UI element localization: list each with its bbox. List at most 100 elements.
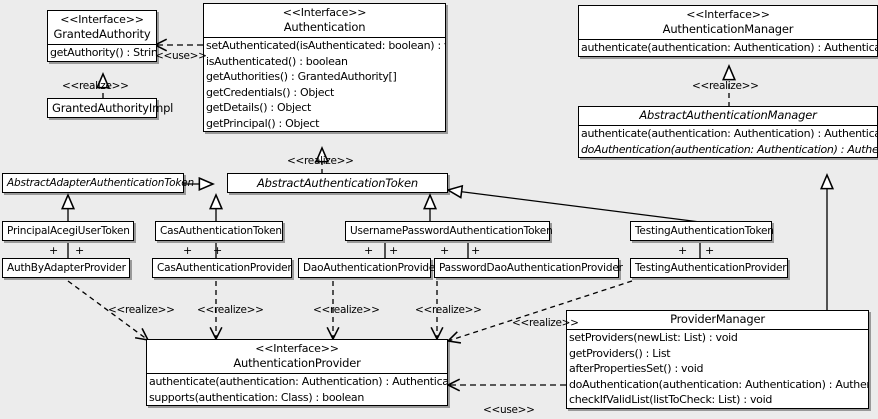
association-marker-plus: + — [75, 244, 85, 257]
member-item: doAuthentication(authentication: Authent… — [581, 142, 877, 156]
member-list: authenticate(authentication: Authenticat… — [147, 374, 447, 405]
association-marker-plus: + — [440, 244, 450, 257]
association-marker-plus: + — [705, 244, 715, 257]
stereotype-label: <<Interface>> — [255, 342, 339, 355]
association-marker-plus: + — [49, 244, 59, 257]
class-authentication[interactable]: <<Interface>> Authentication setAuthenti… — [203, 3, 446, 132]
class-name: AbstractAuthenticationManager — [639, 108, 817, 122]
class-granted-authority-impl[interactable]: GrantedAuthorityImpl — [47, 98, 174, 118]
section-divider — [567, 329, 868, 330]
edge-label-realize-cas-authentication-provider: <<realize>> — [197, 304, 264, 316]
edge-testingauthenticationtoken-extends-abstractauthenticationtoken — [448, 190, 701, 223]
member-item: getAuthority() : String — [50, 46, 156, 59]
stereotype-label: <<Interface>> — [60, 13, 144, 26]
member-list: authenticate(authentication: Authenticat… — [579, 40, 877, 56]
member-item: supports(authentication: Class) : boolea… — [149, 390, 365, 404]
class-header: PrincipalAcegiUserToken — [3, 222, 133, 240]
stereotype-label: <<Interface>> — [282, 6, 367, 19]
class-cas-authentication-token[interactable]: CasAuthenticationToken — [155, 221, 283, 241]
association-marker-plus: + — [183, 244, 193, 257]
class-name: PrincipalAcegiUserToken — [7, 225, 130, 237]
member-item: authenticate(authentication: Authenticat… — [149, 375, 447, 388]
class-abstract-authentication-manager[interactable]: AbstractAuthenticationManager authentica… — [578, 106, 878, 158]
member-item: authenticate(authentication: Authenticat… — [581, 127, 877, 140]
association-marker-plus: + — [389, 244, 399, 257]
association-marker-plus: + — [213, 244, 223, 257]
class-name: Authentication — [283, 20, 366, 34]
class-header: PasswordDaoAuthenticationProvider — [435, 259, 623, 277]
class-header: <<Interface>> AuthenticationManager — [579, 6, 877, 39]
class-header: AbstractAuthenticationToken — [228, 174, 447, 192]
class-header: UsernamePasswordAuthenticationToken — [346, 222, 553, 240]
member-item: checkIfValidList(listToCheck: List) : vo… — [569, 393, 773, 406]
class-name: AbstractAuthenticationToken — [257, 176, 418, 190]
class-header: DaoAuthenticationProvider — [299, 259, 440, 277]
class-name: TestingAuthenticationProvider — [635, 262, 787, 274]
member-item: getProviders() : List — [569, 346, 671, 360]
member-list: authenticate(authentication: Authenticat… — [579, 126, 877, 157]
member-item: getAuthorities() : GrantedAuthority[] — [206, 70, 397, 83]
section-divider — [204, 37, 445, 38]
association-marker-plus: + — [364, 244, 374, 257]
class-authentication-manager[interactable]: <<Interface>> AuthenticationManager auth… — [578, 5, 878, 57]
edge-label-use-provider-manager: <<use>> — [483, 404, 535, 416]
edge-label-realize-password-dao-provider: <<realize>> — [415, 304, 482, 316]
class-name: CasAuthenticationProvider — [157, 262, 292, 274]
class-principal-acegi-user-token[interactable]: PrincipalAcegiUserToken — [2, 221, 134, 241]
class-granted-authority[interactable]: <<Interface>> GrantedAuthority getAuthor… — [47, 10, 157, 62]
member-item: getPrincipal() : Object — [206, 116, 320, 130]
edge-label-realize-testing-authentication-provider: <<realize>> — [512, 317, 579, 329]
edge-label-realize-dao-authentication-provider: <<realize>> — [313, 304, 380, 316]
member-item: isAuthenticated() : boolean — [206, 54, 348, 68]
class-header: GrantedAuthorityImpl — [48, 99, 174, 117]
class-name: PasswordDaoAuthenticationProvider — [439, 262, 623, 274]
association-marker-plus: + — [471, 244, 481, 257]
edge-label-realize-abstract-authentication-manager: <<realize>> — [692, 80, 759, 92]
class-authentication-provider[interactable]: <<Interface>> AuthenticationProvider aut… — [146, 339, 448, 406]
class-password-dao-authentication-provider[interactable]: PasswordDaoAuthenticationProvider — [434, 258, 623, 278]
class-testing-authentication-token[interactable]: TestingAuthenticationToken — [630, 221, 774, 241]
class-header: CasAuthenticationToken — [156, 222, 282, 240]
class-provider-manager[interactable]: ProviderManager setProviders(newList: Li… — [566, 310, 869, 409]
class-header: ProviderManager — [567, 311, 868, 329]
class-name: AbstractAdapterAuthenticationToken — [7, 177, 194, 189]
class-header: AbstractAdapterAuthenticationToken — [3, 174, 194, 192]
class-header: AuthByAdapterProvider — [3, 259, 129, 277]
edge-label-realize-auth-by-adapter-provider: <<realize>> — [108, 304, 175, 316]
member-list: setProviders(newList: List) : void getPr… — [567, 330, 868, 408]
class-name: DaoAuthenticationProvider — [303, 262, 440, 274]
class-header: <<Interface>> AuthenticationProvider — [147, 340, 447, 373]
class-header: <<Interface>> GrantedAuthority — [48, 11, 156, 44]
class-auth-by-adapter-provider[interactable]: AuthByAdapterProvider — [2, 258, 130, 278]
member-list: setAuthenticated(isAuthenticated: boolea… — [204, 38, 445, 131]
class-header: <<Interface>> Authentication — [204, 4, 445, 37]
class-dao-authentication-provider[interactable]: DaoAuthenticationProvider — [298, 258, 440, 278]
class-header: TestingAuthenticationToken — [631, 222, 774, 240]
class-header: AbstractAuthenticationManager — [579, 107, 877, 125]
class-abstract-adapter-authentication-token[interactable]: AbstractAdapterAuthenticationToken — [2, 173, 194, 193]
class-name: UsernamePasswordAuthenticationToken — [350, 225, 553, 237]
member-list: getAuthority() : String — [48, 45, 156, 61]
member-item: getCredentials() : Object — [206, 85, 335, 99]
member-item: getDetails() : Object — [206, 101, 312, 114]
section-divider — [147, 373, 447, 374]
class-name: GrantedAuthorityImpl — [52, 101, 174, 115]
class-username-password-authentication-token[interactable]: UsernamePasswordAuthenticationToken — [345, 221, 553, 241]
class-name: ProviderManager — [670, 312, 765, 326]
edge-label-use-granted-authority: <<use>> — [155, 50, 207, 62]
section-divider — [579, 39, 877, 40]
edge-label-realize-abstract-authentication-token: <<realize>> — [287, 155, 354, 167]
member-item: authenticate(authentication: Authenticat… — [581, 41, 877, 54]
member-item: setProviders(newList: List) : void — [569, 331, 738, 344]
member-item: doAuthentication(authentication: Authent… — [569, 377, 868, 391]
class-header: TestingAuthenticationProvider — [631, 259, 787, 277]
class-cas-authentication-provider[interactable]: CasAuthenticationProvider — [152, 258, 292, 278]
class-abstract-authentication-token[interactable]: AbstractAuthenticationToken — [227, 173, 448, 193]
class-name: CasAuthenticationToken — [160, 225, 282, 237]
class-name: TestingAuthenticationToken — [635, 225, 774, 237]
class-name: GrantedAuthority — [53, 27, 151, 41]
member-item: afterPropertiesSet() : void — [569, 362, 704, 375]
class-testing-authentication-provider[interactable]: TestingAuthenticationProvider — [630, 258, 788, 278]
edge-label-realize-granted-authority-impl: <<realize>> — [62, 80, 129, 92]
